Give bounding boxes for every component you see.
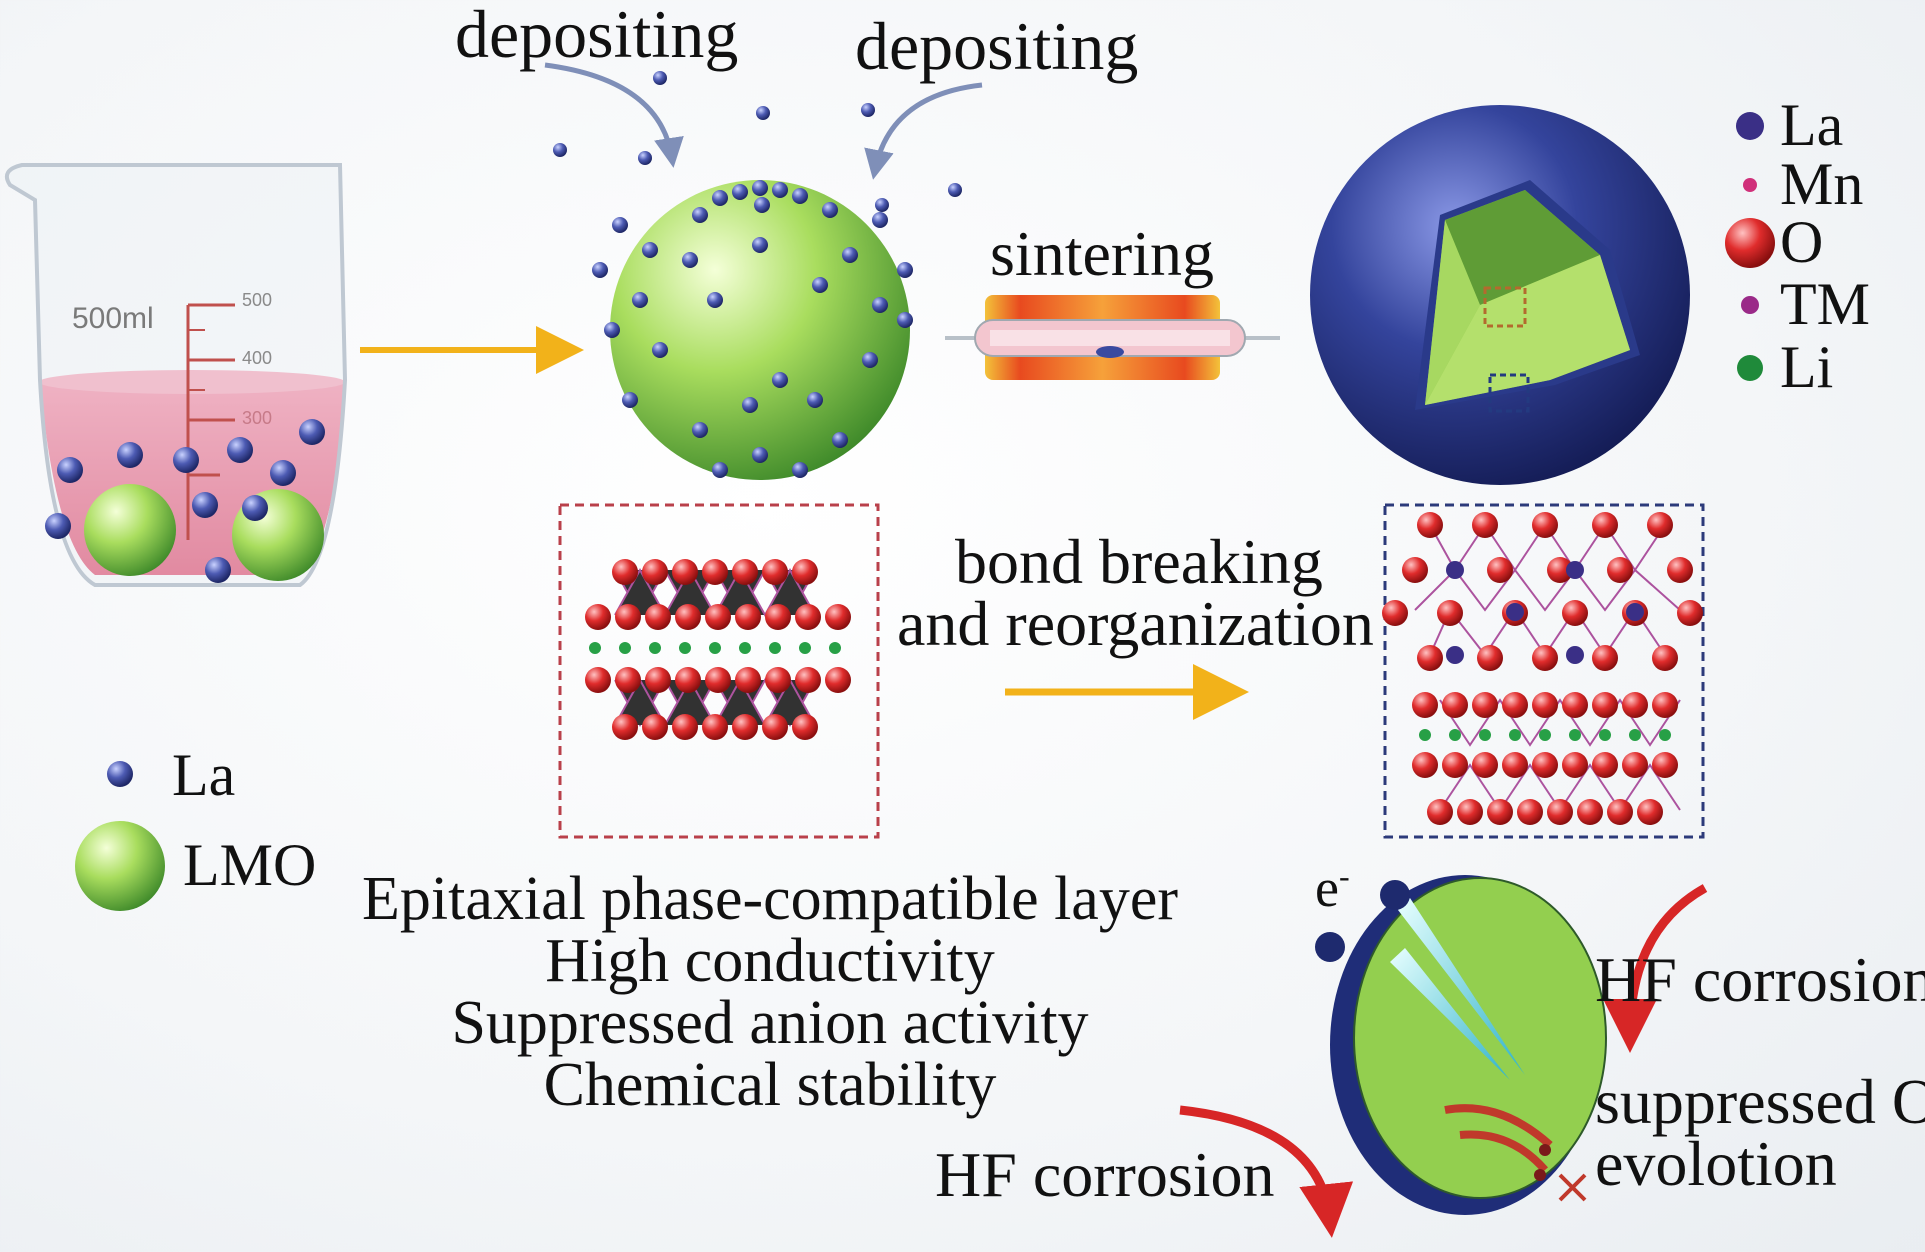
lmo-particle [84, 484, 176, 576]
electron-beam [1398, 898, 1525, 1075]
legend-right-symbols [1725, 112, 1775, 381]
beaker-tick-300: 300 [242, 408, 272, 428]
property-item: Chemical stability [543, 1051, 997, 1119]
tube-furnace [945, 295, 1280, 380]
arrow-depositing-left [544, 62, 684, 168]
properties-list: Epitaxial phase-compatible layer High co… [330, 868, 1210, 1116]
legend-left-symbols [75, 761, 165, 911]
core-shell-sphere [1310, 105, 1690, 485]
arrow-hf-right [1603, 884, 1708, 1053]
electron-dot [1315, 932, 1345, 962]
label-bond-breaking: bond breaking [955, 526, 1323, 597]
legend-left-la-label: La [172, 742, 236, 808]
legend-tm-label: TM [1780, 271, 1870, 337]
electron-beam [1390, 948, 1510, 1080]
property-item: High conductivity [545, 927, 995, 995]
property-item: Suppressed anion activity [451, 989, 1089, 1057]
label-electron: e- [1315, 858, 1350, 918]
legend-la-dot [1736, 112, 1764, 140]
bulk-structure-box [558, 503, 880, 839]
arrow-depositing-right [864, 82, 983, 180]
beaker-tick-400: 400 [242, 348, 272, 368]
label-suppressed-o: suppressed O [1595, 1066, 1925, 1137]
legend-mn-label: Mn [1780, 151, 1864, 217]
electron-dot [1380, 880, 1410, 910]
legend-o-dot [1725, 218, 1775, 268]
label-sintering: sintering [990, 218, 1214, 289]
la-particles-in-solution [45, 419, 325, 583]
protected-particle [1315, 875, 1607, 1215]
legend-la-label: La [1780, 92, 1844, 158]
legend-li-label: Li [1780, 334, 1834, 400]
legend-o-label: O [1780, 209, 1824, 275]
depositing-la-atoms [553, 71, 962, 212]
surface-lattice [1382, 512, 1703, 825]
legend-li-dot [1737, 355, 1763, 381]
coated-lmo-particle [553, 71, 962, 480]
legend-left-la-dot [107, 761, 133, 787]
legend-left-lmo-label: LMO [183, 832, 317, 898]
bulk-lattice [585, 559, 851, 740]
label-evolotion: evolotion [1595, 1128, 1837, 1199]
label-reorganization: and reorganization [897, 588, 1374, 659]
legend-mn-dot [1743, 178, 1757, 192]
beaker-volume-label: 500ml [72, 302, 154, 335]
legend-tm-dot [1741, 296, 1759, 314]
label-hf-corrosion-right: HF corrosion [1595, 944, 1925, 1015]
label-depositing-left: depositing [455, 0, 739, 72]
legend-left-lmo-dot [75, 821, 165, 911]
beaker-tick-500: 500 [242, 290, 272, 310]
label-hf-corrosion-bottom: HF corrosion [935, 1139, 1275, 1210]
property-item: Epitaxial phase-compatible layer [362, 865, 1178, 933]
label-depositing-right: depositing [855, 8, 1139, 84]
surface-structure-box [1383, 503, 1705, 839]
arrow-hf-bottom [1179, 1105, 1354, 1238]
beaker: 500ml 500 400 300 [5, 163, 348, 587]
